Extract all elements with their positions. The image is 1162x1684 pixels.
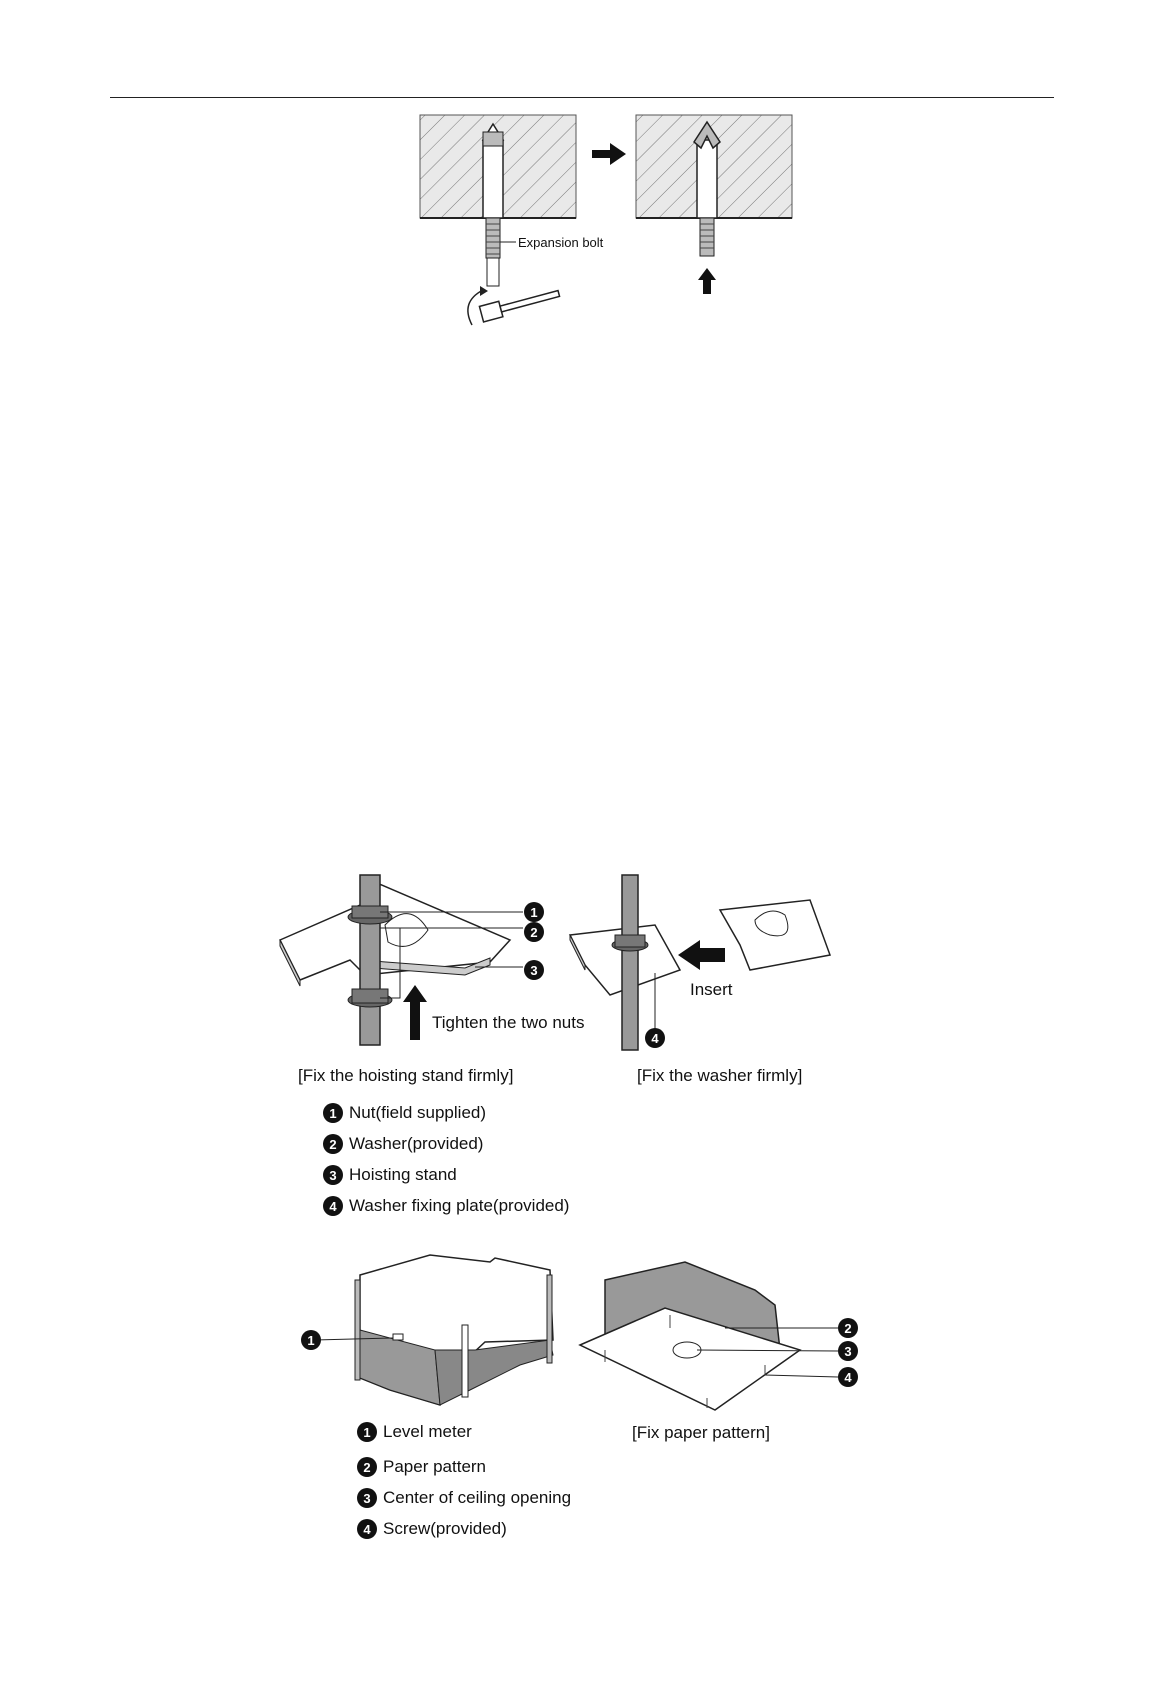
svg-text:3: 3: [530, 963, 537, 978]
caption-fix-paper-pattern: [Fix paper pattern]: [632, 1423, 770, 1442]
up-arrow-icon: [698, 268, 716, 294]
svg-text:1: 1: [530, 905, 537, 920]
caption-fix-hoisting-stand: [Fix the hoisting stand firmly]: [298, 1066, 514, 1085]
hoisting-stand-figure: 1 2 3 Tighten the two nuts 4 Insert: [278, 874, 832, 1051]
expansion-bolt-label: Expansion bolt: [518, 235, 604, 250]
svg-text:1: 1: [307, 1333, 314, 1348]
header-rule: [110, 97, 1054, 98]
up-arrow-icon: [403, 985, 427, 1040]
caption-fix-washer: [Fix the washer firmly]: [637, 1066, 803, 1085]
marker-2: [838, 1318, 858, 1338]
left-arrow-icon: [678, 940, 725, 970]
marker-1: [301, 1330, 321, 1350]
marker-4: [645, 1028, 665, 1048]
tighten-label: Tighten the two nuts: [432, 1013, 584, 1032]
insert-label: Insert: [690, 980, 733, 999]
marker-3: [838, 1341, 858, 1361]
marker-2: [524, 922, 544, 942]
svg-text:3: 3: [844, 1344, 851, 1359]
paper-pattern-figure: 1 2 3 4: [301, 1254, 858, 1411]
svg-text:4: 4: [844, 1370, 852, 1385]
svg-text:4: 4: [651, 1031, 659, 1046]
marker-4: [838, 1367, 858, 1387]
right-arrow-icon: [592, 143, 626, 165]
svg-text:2: 2: [844, 1321, 851, 1336]
marker-1: [524, 902, 544, 922]
marker-3: [524, 960, 544, 980]
expansion-bolt-figure: Expansion bolt: [419, 114, 793, 326]
svg-text:2: 2: [530, 925, 537, 940]
